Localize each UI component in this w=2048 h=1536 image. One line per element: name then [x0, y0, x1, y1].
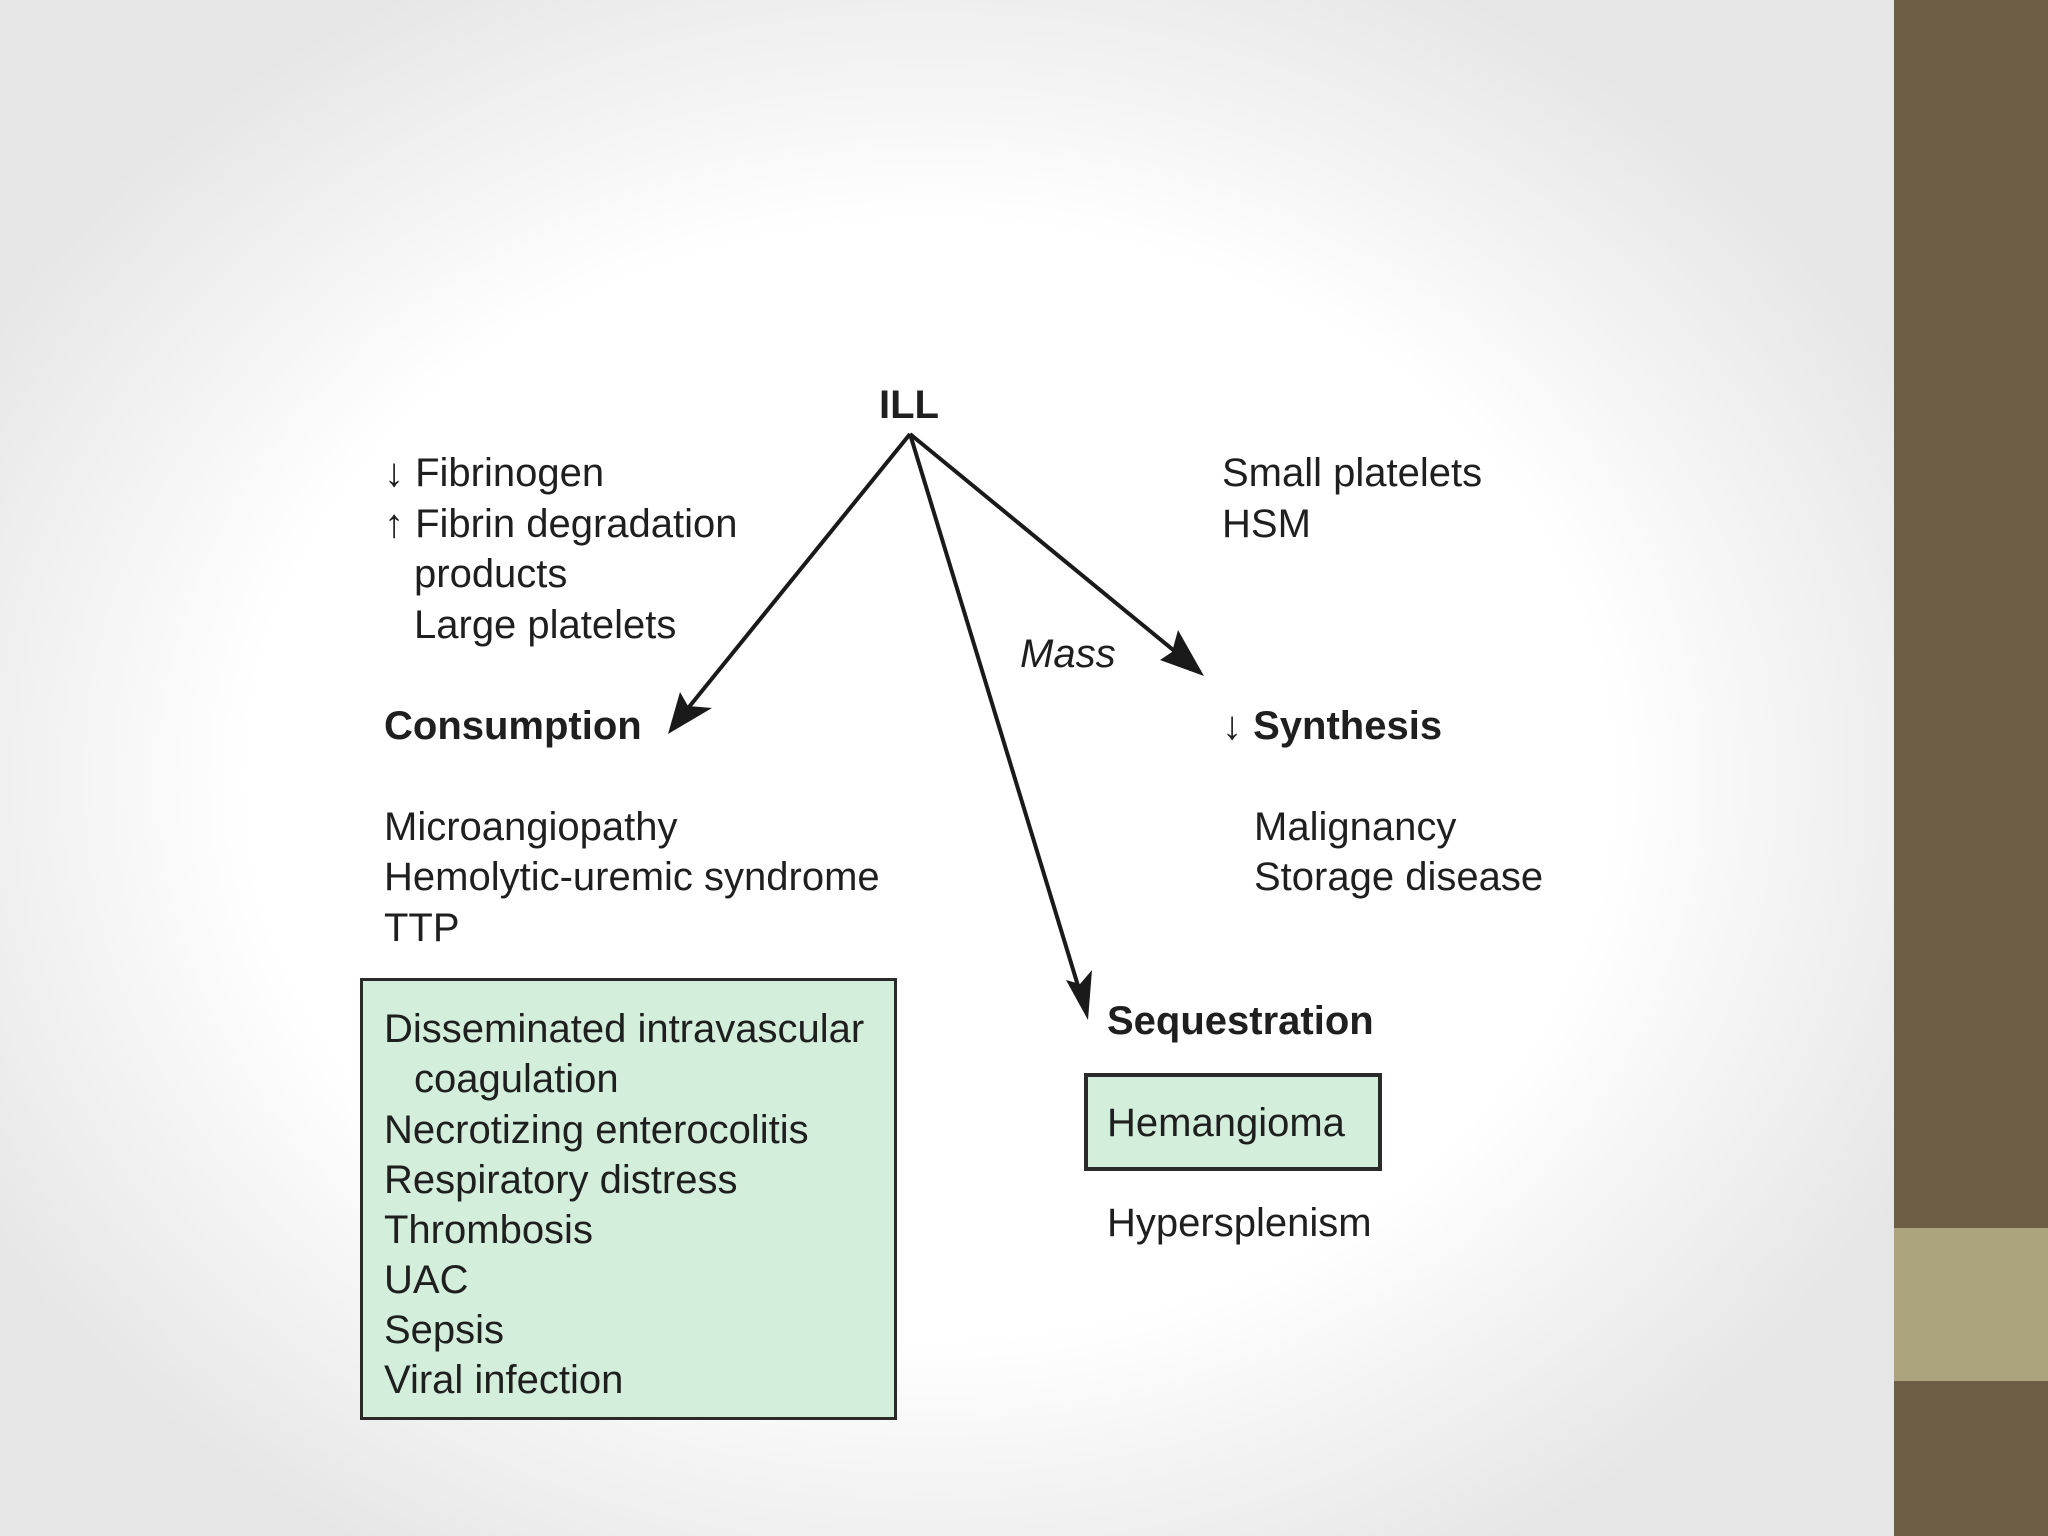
consumption-cause-3: TTP: [384, 906, 460, 950]
sequestration-other-cause: Hypersplenism: [1107, 1201, 1372, 1245]
arrow-to-consumption: [670, 432, 912, 730]
consumption-title: Consumption: [384, 704, 642, 748]
synthesis-finding-2: HSM: [1222, 502, 1311, 546]
consumption-finding-2: ↑ Fibrin degradation: [384, 502, 738, 546]
boxed-cause-3: Necrotizing enterocolitis: [384, 1108, 809, 1152]
arrowhead-synthesis: [1160, 630, 1204, 676]
consumption-cause-2: Hemolytic-uremic syndrome: [384, 855, 880, 899]
synthesis-finding-1: Small platelets: [1222, 451, 1483, 495]
boxed-cause-8: Viral infection: [384, 1358, 624, 1402]
synthesis-cause-1: Malignancy: [1254, 805, 1457, 849]
arrowhead-sequestration: [1066, 970, 1092, 1020]
sequestration-boxed-cause: Hemangioma: [1107, 1101, 1345, 1145]
sequestration-box: [1084, 1073, 1382, 1171]
consumption-finding-3: products: [414, 552, 568, 596]
boxed-cause-1: Disseminated intravascular: [384, 1007, 865, 1051]
boxed-cause-5: Thrombosis: [384, 1208, 593, 1252]
boxed-cause-2: coagulation: [414, 1057, 619, 1101]
synthesis-cause-2: Storage disease: [1254, 855, 1544, 899]
arrow-to-synthesis: [908, 432, 1202, 674]
sequestration-title: Sequestration: [1107, 999, 1374, 1043]
boxed-cause-4: Respiratory distress: [384, 1158, 738, 1202]
side-decoration-accent: [1894, 1228, 2048, 1381]
mass-edge-label: Mass: [1020, 632, 1116, 676]
boxed-cause-6: UAC: [384, 1258, 469, 1302]
consumption-finding-4: Large platelets: [414, 603, 677, 647]
boxed-cause-7: Sepsis: [384, 1308, 505, 1352]
synthesis-title: ↓ Synthesis: [1222, 704, 1443, 748]
arrow-to-sequestration: [908, 433, 1088, 1013]
consumption-causes-box: [360, 978, 897, 1420]
consumption-cause-1: Microangiopathy: [384, 805, 678, 849]
consumption-finding-1: ↓ Fibrinogen: [384, 451, 605, 495]
root-label: ILL: [879, 383, 939, 427]
arrowhead-consumption: [668, 692, 712, 734]
